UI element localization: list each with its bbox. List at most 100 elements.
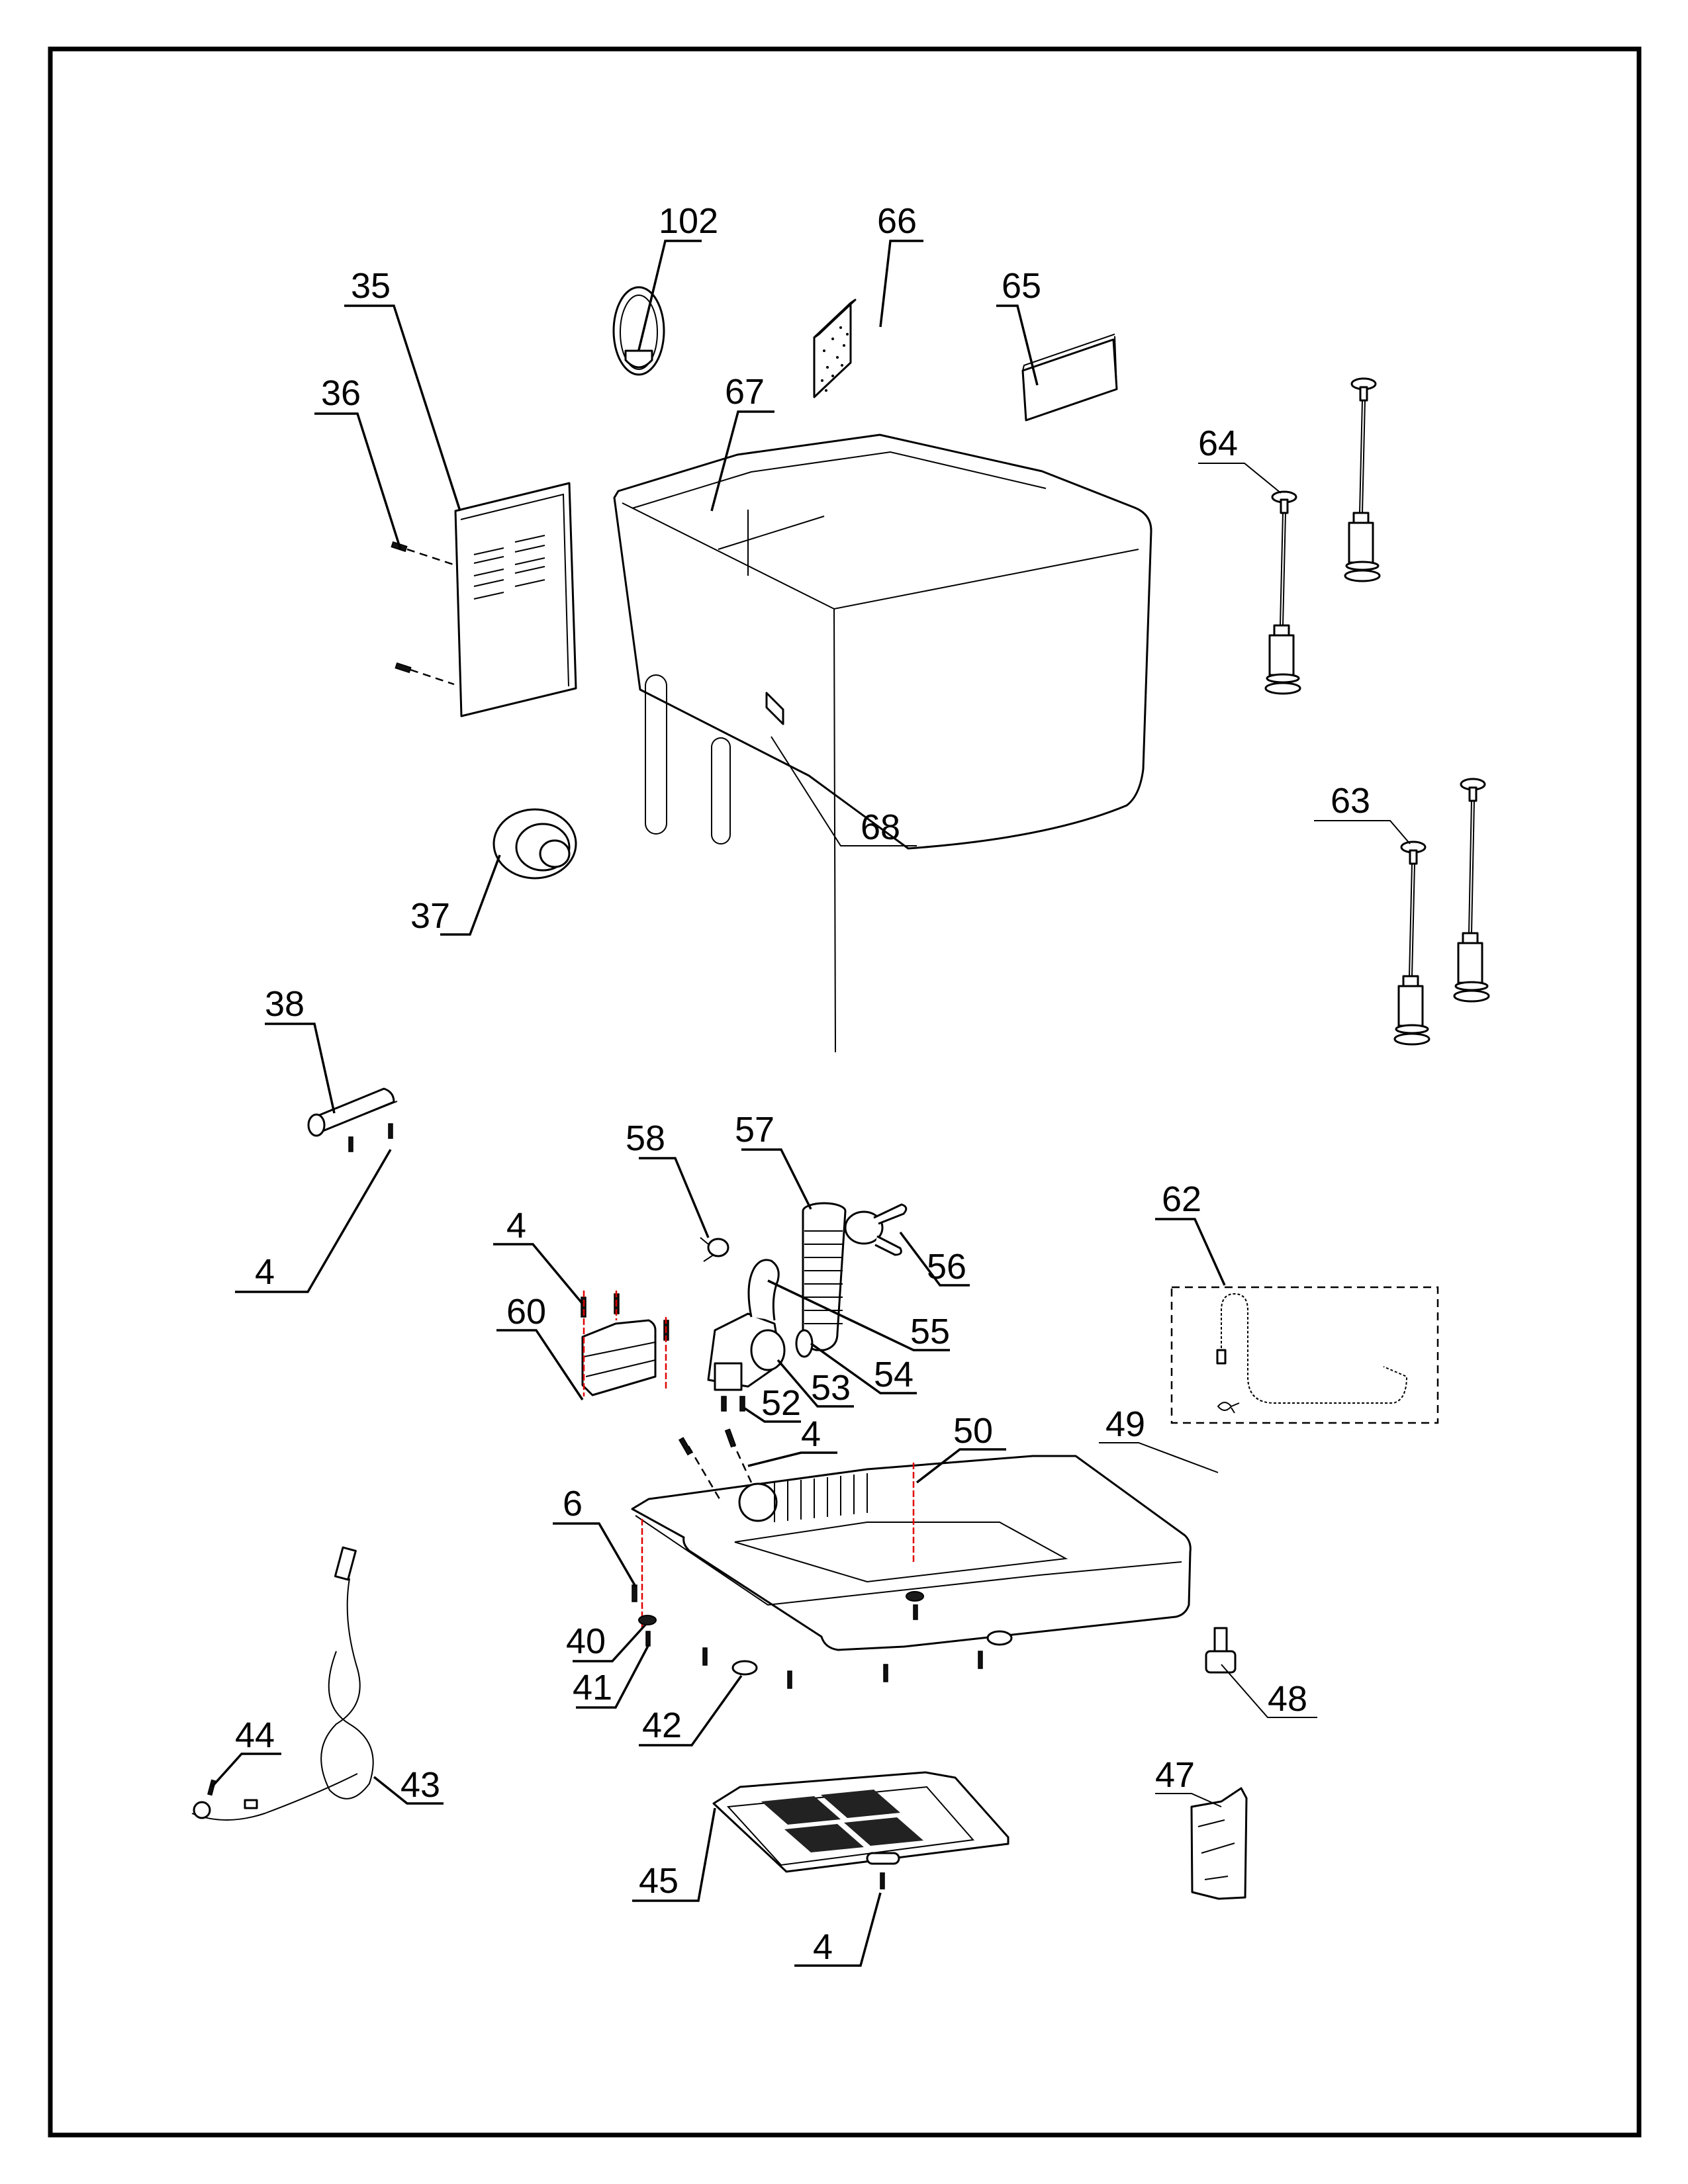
callout-66[interactable]: 66	[877, 201, 923, 328]
callout-number: 102	[659, 201, 718, 241]
callout-58[interactable]: 58	[626, 1118, 710, 1238]
callout-65[interactable]: 65	[996, 266, 1041, 386]
callout-44[interactable]: 44	[211, 1715, 281, 1788]
callout-47[interactable]: 47	[1155, 1755, 1222, 1807]
callout-4-capacitor[interactable]: 4	[235, 1149, 392, 1293]
callout-number: 41	[573, 1668, 612, 1707]
callout-43[interactable]: 43	[373, 1765, 444, 1805]
leader-line	[373, 1776, 444, 1805]
callout-37[interactable]: 37	[410, 854, 501, 936]
leader-line	[879, 240, 923, 328]
callout-42[interactable]: 42	[639, 1674, 743, 1747]
callout-number: 54	[874, 1355, 914, 1394]
callout-number: 65	[1002, 266, 1041, 306]
part-40-rubber-foot-pad	[638, 1591, 924, 1625]
callout-41[interactable]: 41	[573, 1644, 650, 1709]
callout-62[interactable]: 62	[1155, 1179, 1226, 1286]
callout-number: 6	[563, 1484, 583, 1524]
callout-45[interactable]: 45	[632, 1807, 716, 1902]
callout-number: 67	[725, 372, 765, 412]
leader-line	[1155, 1218, 1226, 1286]
leader-line	[744, 1407, 801, 1423]
leader-line	[632, 1807, 716, 1902]
callout-number: 60	[506, 1292, 546, 1332]
callout-67[interactable]: 67	[710, 372, 774, 512]
callout-number: 66	[877, 201, 917, 241]
callout-50[interactable]: 50	[915, 1411, 1006, 1484]
leader-line	[639, 1157, 710, 1238]
part-55-drain-elbow	[747, 1259, 780, 1321]
leader-line	[576, 1644, 650, 1709]
callout-57[interactable]: 57	[735, 1110, 812, 1210]
callout-102[interactable]: 102	[637, 201, 718, 351]
callout-number: 44	[235, 1715, 275, 1755]
callout-35[interactable]: 35	[344, 266, 461, 512]
part-36-panel-screws	[391, 541, 455, 686]
callout-54[interactable]: 54	[810, 1342, 917, 1394]
leader-line	[710, 410, 774, 512]
page-border	[48, 46, 1642, 2138]
leader-line	[794, 1892, 882, 1967]
callout-number: 36	[321, 373, 361, 413]
leader-line	[496, 1329, 584, 1400]
callout-number: 4	[255, 1252, 275, 1292]
part-64-suspension-rods-rear	[1264, 377, 1381, 695]
callout-40[interactable]: 40	[566, 1621, 647, 1662]
leader-line	[1221, 1664, 1317, 1718]
callout-52[interactable]: 52	[744, 1383, 801, 1423]
part-63-suspension-rods-front	[1393, 778, 1490, 1046]
leader-line	[776, 1359, 854, 1408]
callout-number: 68	[861, 807, 900, 847]
leader-line	[767, 1279, 950, 1351]
part-47-accessory-bag	[1190, 1787, 1248, 1900]
callout-4-motor-cover[interactable]: 4	[493, 1206, 584, 1305]
callout-number: 47	[1155, 1755, 1195, 1795]
callout-60[interactable]: 60	[496, 1292, 584, 1400]
callout-4-bottom-cover[interactable]: 4	[794, 1892, 882, 1967]
callout-64[interactable]: 64	[1198, 424, 1282, 494]
leader-line	[915, 1448, 1006, 1484]
leader-line	[314, 412, 402, 550]
leader-line	[493, 1243, 584, 1305]
leader-line	[553, 1522, 637, 1587]
callout-38[interactable]: 38	[265, 984, 336, 1114]
callout-68[interactable]: 68	[771, 736, 917, 847]
callout-number: 62	[1162, 1179, 1201, 1219]
callout-number: 37	[410, 896, 450, 936]
callout-number: 4	[801, 1414, 821, 1454]
callout-number: 42	[642, 1706, 682, 1745]
part-52-pump-screws	[721, 1396, 745, 1412]
part-53-drain-pump	[707, 1312, 786, 1391]
leader-line	[573, 1623, 647, 1662]
callout-number: 40	[566, 1621, 606, 1661]
callout-48[interactable]: 48	[1221, 1664, 1317, 1719]
callout-number: 57	[735, 1110, 774, 1150]
part-6-base-screw	[632, 1584, 637, 1602]
callout-number: 64	[1198, 424, 1238, 463]
callout-6[interactable]: 6	[553, 1484, 637, 1587]
callout-number: 52	[761, 1383, 801, 1423]
callout-number: 55	[910, 1312, 950, 1351]
part-49-hose-clip	[1217, 1402, 1240, 1414]
callout-63[interactable]: 63	[1314, 781, 1411, 844]
part-42-leveling-feet	[702, 1630, 1013, 1689]
part-38-capacitor	[307, 1087, 398, 1152]
callout-36[interactable]: 36	[314, 373, 402, 550]
part-54-clamp	[795, 1329, 814, 1358]
leader-line	[1155, 1793, 1222, 1807]
callout-49[interactable]: 49	[1099, 1404, 1219, 1473]
part-57-drain-bellows	[802, 1202, 847, 1351]
leader-line	[810, 1342, 917, 1394]
leader-line	[996, 304, 1039, 386]
part-65-cover-plate	[1021, 334, 1118, 422]
callout-53[interactable]: 53	[776, 1359, 854, 1408]
part-56-hose-clamp-large	[844, 1203, 908, 1256]
callout-55[interactable]: 55	[767, 1279, 950, 1351]
callout-56[interactable]: 56	[899, 1231, 970, 1287]
callout-4-base[interactable]: 4	[747, 1414, 837, 1467]
leader-line	[440, 854, 501, 936]
leader-line	[265, 1023, 336, 1114]
part-45-bottom-cover	[712, 1771, 1009, 1889]
leader-line	[637, 240, 702, 351]
leader-line	[741, 1148, 812, 1210]
